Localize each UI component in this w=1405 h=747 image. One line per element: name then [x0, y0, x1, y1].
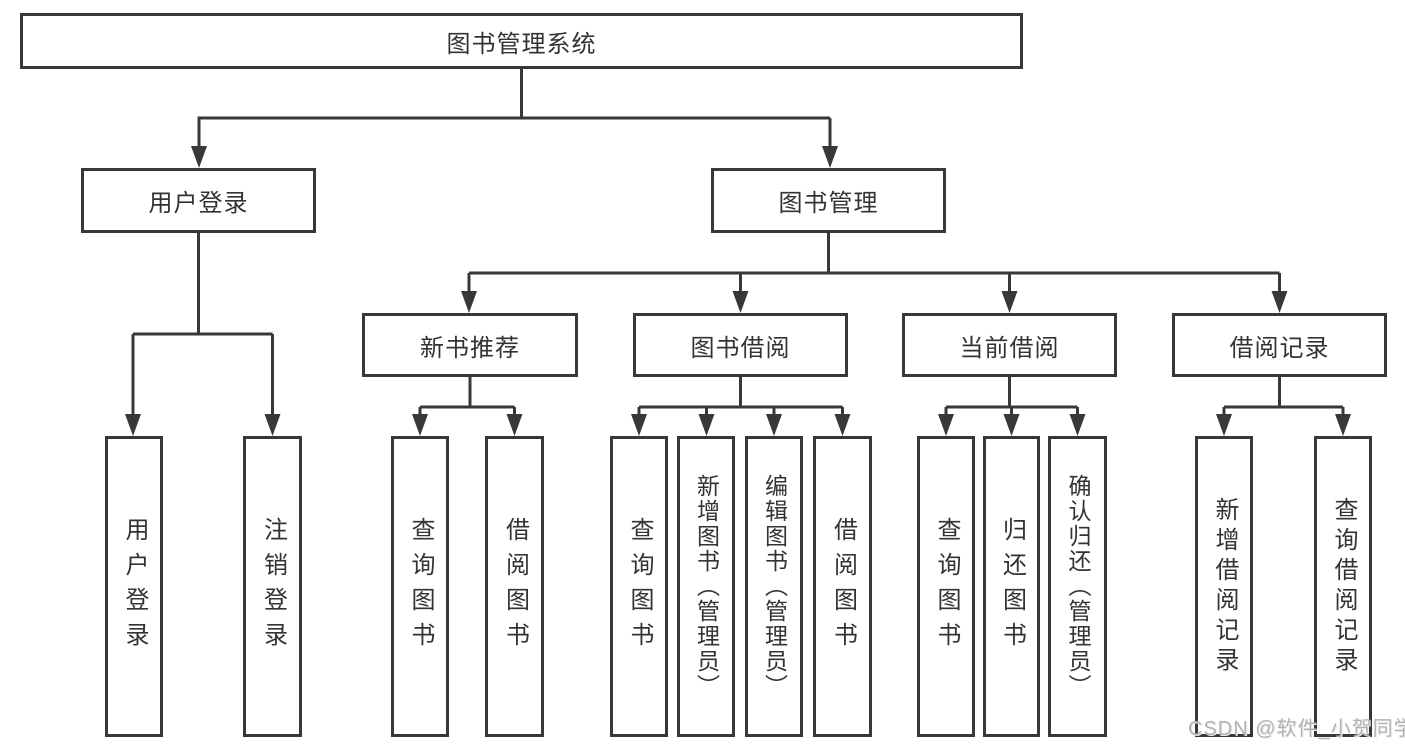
arrow-icon — [698, 414, 715, 436]
arrow-icon — [732, 291, 749, 313]
watermark: CSDN @软件_小贺同学 — [1188, 718, 1405, 740]
leaf-borrow-books-recommend: 借阅图书 — [485, 436, 544, 737]
leaf-borrow-books-borrowing: 借阅图书 — [813, 436, 872, 737]
leaf-return-book: 归还图书 — [983, 436, 1040, 737]
arrow-icon — [1216, 414, 1232, 436]
arrow-icon — [631, 414, 647, 436]
node-user-login: 用户登录 — [81, 168, 316, 233]
arrow-icon — [461, 291, 477, 313]
arrow-icon — [938, 414, 954, 436]
arrow-icon — [1003, 414, 1020, 436]
leaf-query-borrow-record: 查询借阅记录 — [1314, 436, 1372, 737]
leaf-add-book-admin: 新增图书（管理员） — [677, 436, 735, 737]
arrow-icon — [125, 414, 141, 436]
arrow-icon — [822, 146, 838, 168]
arrow-icon — [1271, 291, 1288, 313]
arrow-icon — [1335, 414, 1351, 436]
arrow-icon — [191, 146, 207, 168]
node-book-management: 图书管理 — [711, 168, 946, 233]
arrow-icon — [766, 414, 782, 436]
arrow-icon — [412, 414, 428, 436]
leaf-query-books-borrowing: 查询图书 — [610, 436, 668, 737]
leaf-edit-book-admin: 编辑图书（管理员） — [745, 436, 803, 737]
arrow-icon — [506, 414, 523, 436]
node-current-borrowing: 当前借阅 — [902, 313, 1117, 377]
leaf-user-login: 用户登录 — [105, 436, 163, 737]
leaf-confirm-return-admin: 确认归还（管理员） — [1048, 436, 1107, 737]
leaf-query-books-current: 查询图书 — [917, 436, 975, 737]
leaf-query-books-recommend: 查询图书 — [391, 436, 449, 737]
leaf-logout: 注销登录 — [243, 436, 302, 737]
arrow-icon — [834, 414, 851, 436]
node-borrowing-records: 借阅记录 — [1172, 313, 1387, 377]
arrow-icon — [1001, 291, 1018, 313]
arrow-icon — [264, 414, 281, 436]
arrow-icon — [1069, 414, 1086, 436]
node-book-borrowing: 图书借阅 — [633, 313, 848, 377]
node-library-management-system: 图书管理系统 — [20, 13, 1023, 69]
node-new-book-recommendation: 新书推荐 — [362, 313, 578, 377]
leaf-add-borrow-record: 新增借阅记录 — [1195, 436, 1253, 737]
